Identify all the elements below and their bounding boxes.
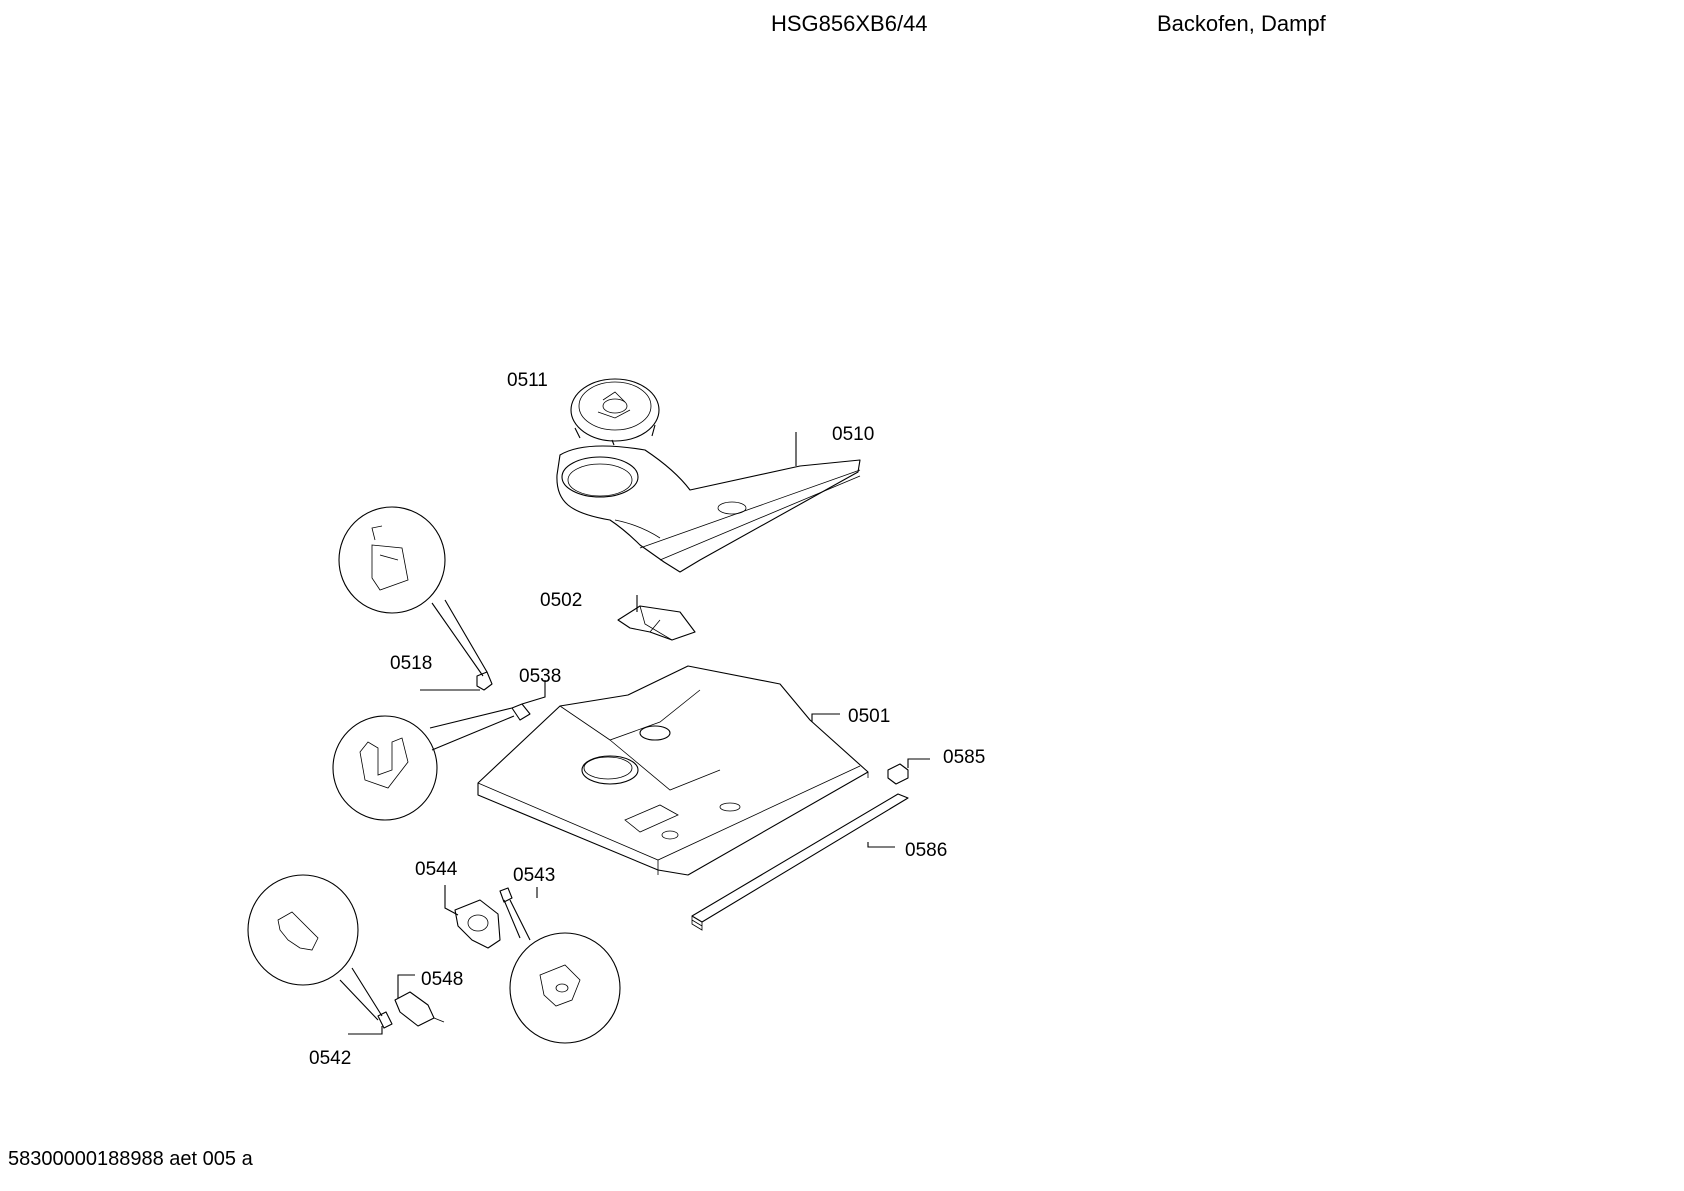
- fan-wheel-part[interactable]: [570, 378, 660, 446]
- part-label-0544: 0544: [415, 859, 458, 880]
- detail-circle-bracket: [338, 506, 488, 677]
- part-label-0585: 0585: [943, 747, 985, 768]
- part-label-0542: 0542: [309, 1048, 351, 1069]
- leader-line: [521, 680, 546, 705]
- sensor-part[interactable]: [499, 887, 513, 903]
- part-label-0543: 0543: [513, 865, 555, 886]
- leader-line: [907, 758, 930, 768]
- bracket-part[interactable]: [476, 671, 493, 691]
- leader-line: [867, 842, 895, 848]
- part-label-0586: 0586: [905, 840, 947, 861]
- part-label-0518: 0518: [390, 653, 432, 674]
- detail-circle-connector: [247, 874, 383, 1021]
- connector-part[interactable]: [377, 1011, 393, 1029]
- base-plate-part[interactable]: [477, 665, 869, 876]
- detail-circle-sensor: [503, 899, 621, 1044]
- detail-circle-holder: [332, 707, 515, 821]
- part-label-0510: 0510: [832, 424, 874, 445]
- switch-part[interactable]: [394, 991, 445, 1027]
- document-id: 58300000188988 aet 005 a: [8, 1148, 253, 1170]
- rail-strip-part[interactable]: [691, 793, 909, 931]
- part-label-0538: 0538: [519, 666, 561, 687]
- model-number: HSG856XB6/44: [771, 11, 928, 36]
- appliance-category: Backofen, Dampf: [1157, 11, 1326, 36]
- part-label-0511: 0511: [507, 370, 548, 391]
- part-label-0501: 0501: [848, 706, 890, 727]
- fan-cover-duct-part[interactable]: [556, 445, 861, 573]
- holder-part[interactable]: [511, 703, 531, 721]
- leader-line: [444, 885, 459, 916]
- part-label-0502: 0502: [540, 590, 582, 611]
- leader-line: [811, 713, 840, 722]
- deflector-plate-part[interactable]: [617, 605, 696, 641]
- leader-line: [397, 974, 415, 998]
- leader-line: [348, 1026, 383, 1035]
- clip-part[interactable]: [887, 763, 909, 785]
- part-label-0548: 0548: [421, 969, 463, 990]
- motor-part[interactable]: [454, 899, 501, 949]
